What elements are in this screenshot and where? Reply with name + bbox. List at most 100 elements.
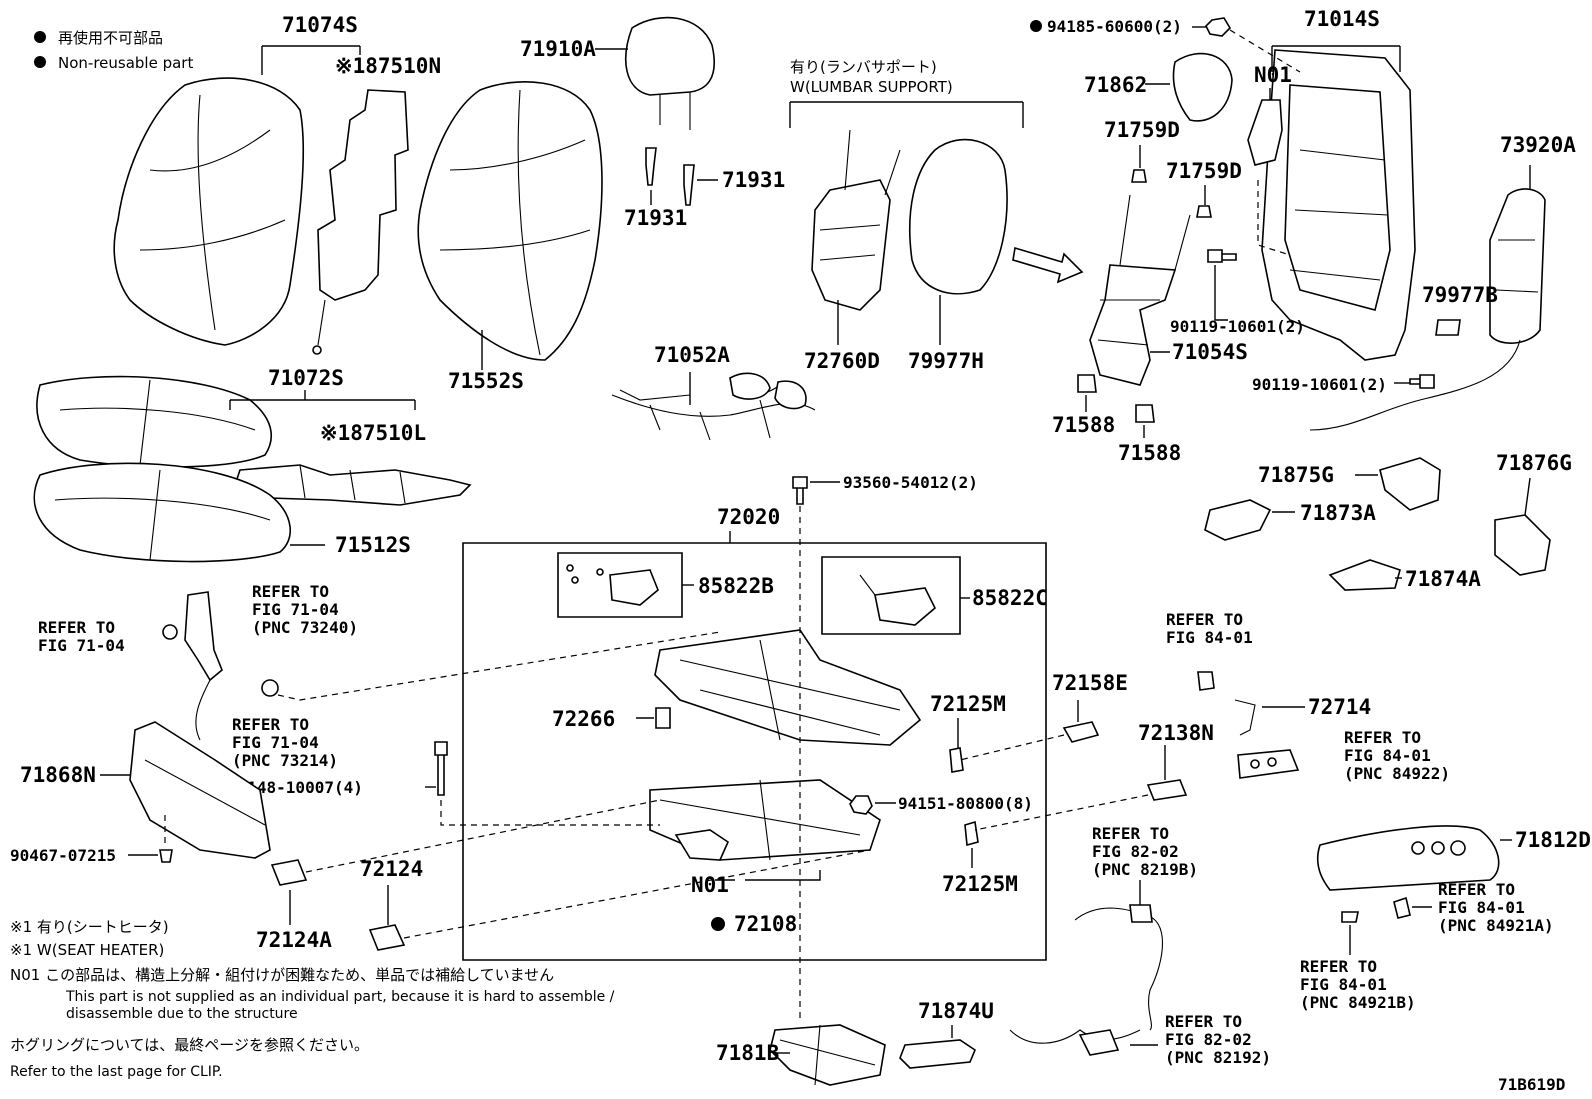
label-71910A: 71910A — [520, 37, 596, 61]
non-reusable-bullet-icon — [711, 917, 725, 931]
label-72020: 72020 — [717, 505, 780, 529]
label-71874A: 71874A — [1405, 567, 1481, 591]
cover-71862: 71862 — [1084, 52, 1233, 122]
lower-frame-7181B: 7181B — [716, 1024, 886, 1086]
seatback-pad-71552S: 71552S — [417, 81, 603, 393]
footnotes: ※1 有り(シートヒータ) ※1 W(SEAT HEATER) N01 この部品… — [10, 918, 615, 1080]
label-71588-left: 71588 — [1052, 413, 1115, 437]
bolt-90119-lower: 90119-10601(2) — [1252, 374, 1435, 394]
note-n01-en2: disassemble due to the structure — [66, 1006, 298, 1022]
label-85822B: 85822B — [698, 574, 774, 598]
wire-harness-71052A: 71052A — [611, 343, 816, 441]
ref4-l2: FIG 84-01 — [1166, 628, 1253, 647]
ref9-l1: REFER TO — [1165, 1012, 1242, 1031]
heater-pad-87510N: ※187510N — [312, 54, 441, 355]
note-clip-ja: ホグリングについては、最終ページを参照ください。 — [10, 1036, 369, 1054]
clip-71759D: 71759D 71759D — [1104, 118, 1242, 218]
label-N01-lower: N01 — [691, 873, 729, 897]
label-71759D-left: 71759D — [1104, 118, 1180, 142]
label-71552S: 71552S — [448, 369, 524, 393]
trim-71874U: 71874U — [899, 999, 994, 1069]
seat-belt-buckle: REFER TO FIG 71-04 (PNC 73240) REFER TO … — [38, 582, 721, 770]
lumbar-en: W(LUMBAR SUPPORT) — [790, 78, 953, 96]
headrest-71910A: 71910A — [520, 16, 715, 130]
lumbar-support-group: 有り(ランバサポート) W(LUMBAR SUPPORT) 72760D 799… — [789, 58, 1084, 373]
label-71874U: 71874U — [918, 999, 994, 1023]
label-87510N: ※187510N — [335, 54, 441, 78]
label-90119-lower: 90119-10601(2) — [1252, 375, 1387, 394]
note-heater-en: ※1 W(SEAT HEATER) — [10, 941, 164, 959]
label-71931-right: 71931 — [722, 168, 785, 192]
label-73920A: 73920A — [1500, 133, 1576, 157]
ref4-l1: REFER TO — [1166, 610, 1243, 629]
ref1-l2: FIG 71-04 — [252, 600, 339, 619]
trim-71874A: 71874A — [1328, 559, 1481, 591]
ref9-l3: (PNC 82192) — [1165, 1048, 1271, 1067]
non-reusable-bullet-icon — [34, 31, 46, 43]
label-71759D-right: 71759D — [1166, 159, 1242, 183]
switch-72714: REFER TO FIG 84-01 72714 REFER TO FIG 84… — [1166, 610, 1450, 783]
legend-en: Non-reusable part — [58, 54, 193, 72]
bolt-90148: 90148-10007(4) — [228, 741, 660, 826]
label-79977B: 79977B — [1422, 283, 1498, 336]
lumbar-ja: 有り(ランバサポート) — [790, 58, 937, 76]
legend-ja: 再使用不可部品 — [58, 29, 163, 47]
ref1-l1: REFER TO — [252, 582, 329, 601]
label-90148: 90148-10007(4) — [228, 778, 363, 797]
note-n01-en1: This part is not supplied as an individu… — [65, 989, 615, 1005]
ref5-l2: FIG 84-01 — [1344, 746, 1431, 765]
ref3-l2: FIG 71-04 — [232, 733, 319, 752]
ref6-l2: FIG 82-02 — [1092, 842, 1179, 861]
seatback-frame-71014S: 71014S — [1229, 7, 1416, 361]
ref5-l1: REFER TO — [1344, 728, 1421, 747]
label-71868N: 71868N — [20, 763, 96, 787]
rail-motor-N01: N01 — [674, 829, 821, 897]
trim-71875G: 71875G — [1258, 457, 1441, 511]
ref2-l1: REFER TO — [38, 618, 115, 637]
motor-N01-upper: N01 — [1247, 63, 1292, 166]
ref7-l2: FIG 84-01 — [1438, 898, 1525, 917]
cover-72125M: 72125M 72125M — [930, 692, 1018, 896]
seat-cushion-cover-71072S: 71072S — [36, 366, 416, 468]
label-72124: 72124 — [360, 857, 423, 881]
label-94185: 94185-60600(2) — [1047, 17, 1182, 36]
label-N01-upper: N01 — [1254, 63, 1292, 87]
motor-85822C: 85822C — [821, 556, 1048, 635]
ref6-l3: (PNC 8219B) — [1092, 860, 1198, 879]
label-87510L: ※187510L — [320, 421, 426, 445]
label-71812D: 71812D — [1515, 828, 1591, 852]
ref8-l1: REFER TO — [1300, 957, 1377, 976]
label-71072S: 71072S — [268, 366, 344, 390]
trim-71873A: 71873A — [1204, 499, 1376, 541]
shield-71868N: 71868N 90467-07215 — [10, 721, 271, 865]
label-71862: 71862 — [1084, 73, 1147, 97]
label-94151: 94151-80800(8) — [898, 794, 1033, 813]
bolt-93560: 93560-54012(2) — [792, 473, 978, 1020]
bracket-72266: 72266 — [552, 707, 671, 731]
trim-71876G: 71876G — [1494, 451, 1572, 576]
diagram-code: 71B619D — [1498, 1075, 1565, 1094]
cover-72124: 72124 — [360, 849, 871, 951]
seat-cushion-pad-71512S: 71512S — [33, 462, 411, 563]
legend: 再使用不可部品 Non-reusable part — [34, 29, 193, 72]
motor-85822B: 85822B — [557, 552, 774, 618]
label-90119-upper: 90119-10601(2) — [1170, 317, 1305, 336]
note-clip-en: Refer to the last page for CLIP. — [10, 1064, 223, 1080]
nut-94185: 94185-60600(2) — [1030, 17, 1232, 37]
label-71052A: 71052A — [654, 343, 730, 367]
label-72125M-upper: 72125M — [930, 692, 1006, 716]
label-72138N: 72138N — [1138, 721, 1214, 745]
label-7181B: 7181B — [716, 1041, 779, 1065]
note-n01-ja: N01 この部品は、構造上分解・組付けが困難なため、単品では補給していません — [10, 966, 554, 984]
harness-82192: REFER TO FIG 82-02 (PNC 82192) — [1009, 1012, 1271, 1067]
label-79977B-text: 79977B — [1422, 283, 1498, 307]
non-reusable-bullet-icon — [1030, 20, 1042, 32]
ref3-l3: (PNC 73214) — [232, 751, 338, 770]
ref8-l2: FIG 84-01 — [1300, 975, 1387, 994]
ref1-l3: (PNC 73240) — [252, 618, 358, 637]
cover-72158E: 72158E — [959, 671, 1128, 761]
label-72108: 72108 — [734, 912, 797, 936]
heater-pad-87510L: ※187510L — [233, 421, 472, 506]
label-72124A: 72124A — [256, 928, 332, 952]
